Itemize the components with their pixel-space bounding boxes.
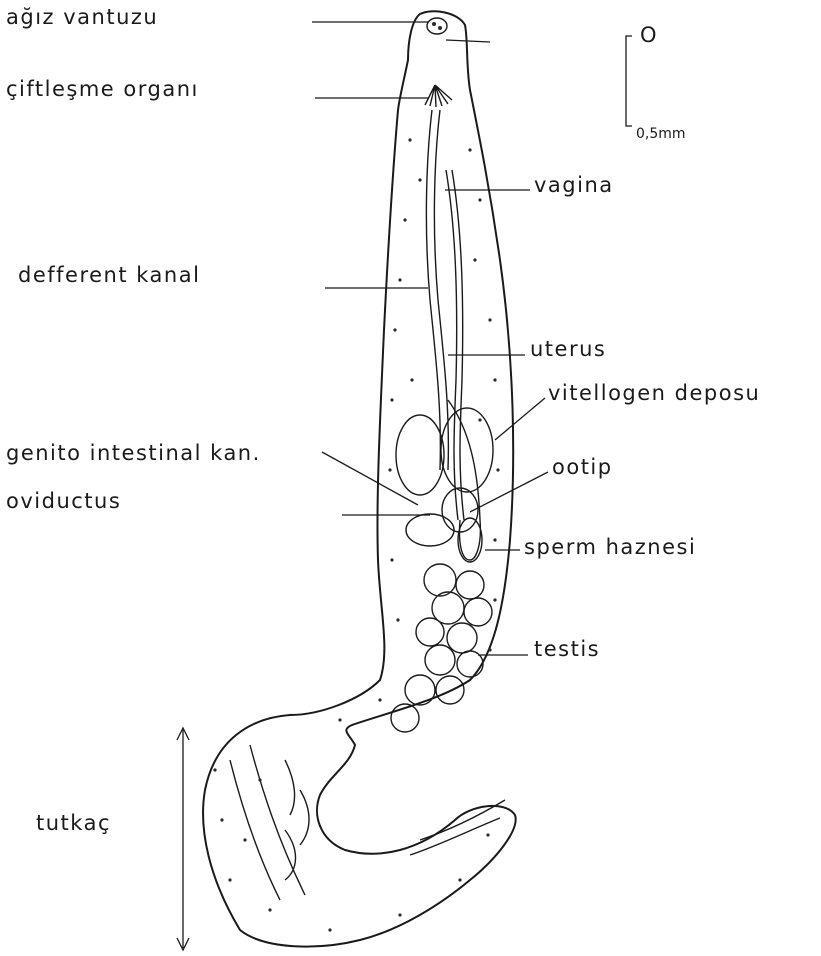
label-genito-intestinal-canal: genito intestinal kan. — [6, 441, 261, 465]
label-ootype: ootip — [552, 455, 613, 479]
label-oviduct: oviductus — [6, 489, 121, 513]
label-copulatory-organ: çiftleşme organı — [6, 77, 199, 101]
label-vitelline-reservoir: vitellogen deposu — [548, 381, 760, 405]
label-seminal-receptacle: sperm haznesi — [524, 535, 696, 559]
label-uterus: uterus — [530, 337, 606, 361]
label-haptor: tutkaç — [36, 811, 111, 835]
label-testis: testis — [534, 637, 600, 661]
scale-zero-label: O — [640, 23, 658, 47]
label-vagina: vagina — [534, 173, 614, 197]
scale-value-label: 0,5mm — [636, 126, 686, 142]
body-outline — [203, 11, 516, 946]
haptor-arrow — [177, 728, 189, 950]
label-oral-sucker: ağız vantuzu — [6, 5, 158, 29]
label-vas-deferens: defferent kanal — [18, 263, 200, 287]
scale-bar — [626, 36, 632, 126]
